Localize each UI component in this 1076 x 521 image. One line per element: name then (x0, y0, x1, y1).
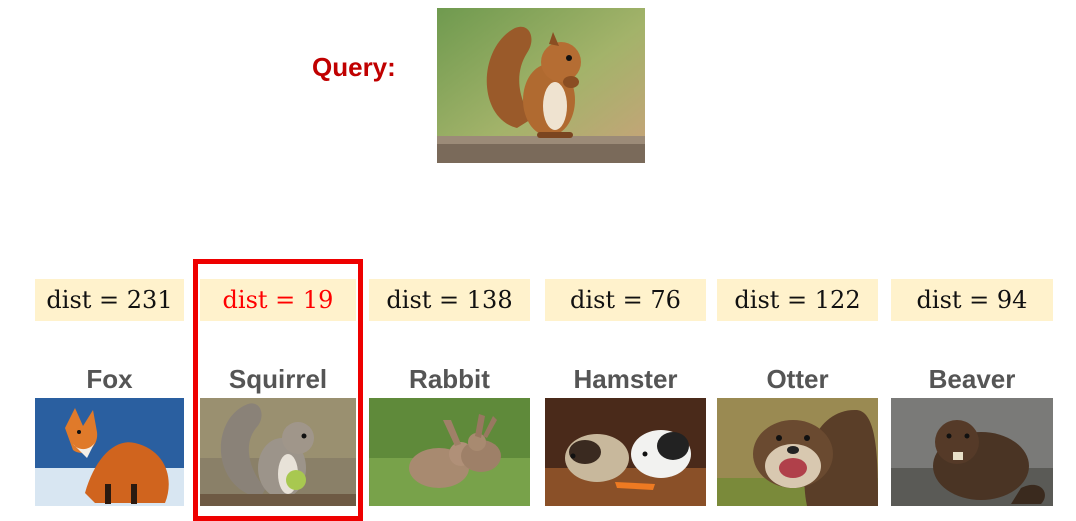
hamster-image (545, 398, 706, 506)
name-label-hamster: Hamster (573, 363, 678, 394)
dist-label-squirrel: dist = 19 (200, 279, 356, 321)
fox-image (35, 398, 184, 506)
name-label-squirrel: Squirrel (228, 363, 328, 394)
name-label-rabbit: Rabbit (409, 363, 490, 394)
dist-label-rabbit: dist = 138 (369, 279, 530, 321)
otter-image (717, 398, 878, 506)
query-label: Query: (312, 52, 396, 82)
name-label-fox: Fox (86, 363, 133, 394)
name-label-beaver: Beaver (928, 363, 1016, 394)
dist-label-hamster: dist = 76 (545, 279, 706, 321)
dist-label-fox: dist = 231 (35, 279, 184, 321)
best-match-highlight (193, 259, 363, 521)
name-label-otter: Otter (766, 363, 829, 394)
beaver-image (891, 398, 1053, 506)
squirrel-image (200, 398, 356, 506)
rabbit-image (369, 398, 530, 506)
query-squirrel-image (437, 8, 645, 163)
dist-label-otter: dist = 122 (717, 279, 878, 321)
dist-label-beaver: dist = 94 (891, 279, 1053, 321)
